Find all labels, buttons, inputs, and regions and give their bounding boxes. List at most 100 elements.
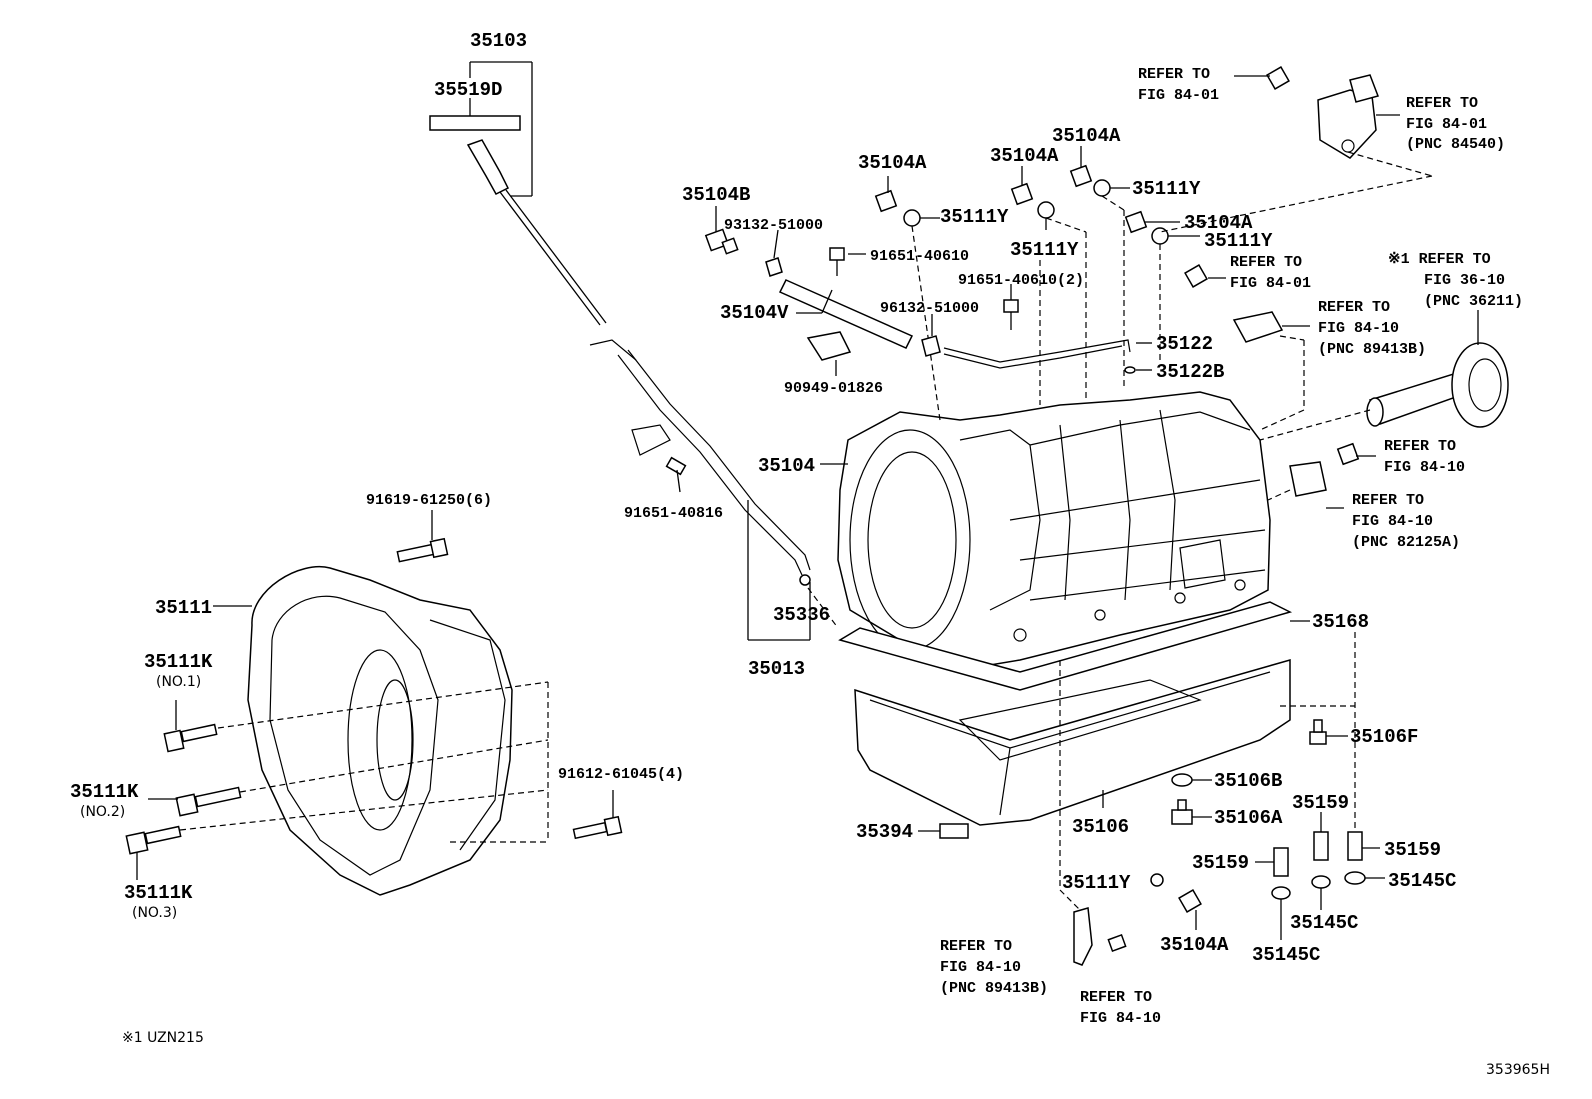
ref-6-line2: FIG 84-10 [1384,459,1465,476]
plug-35104A-bottom [1178,889,1202,930]
ref-2-line2: FIG 84-01 [1406,116,1487,133]
label-35159-2: 35159 [1292,792,1349,814]
ref-6-line1: REFER TO [1384,438,1456,455]
label-35104A-3: 35104A [1052,125,1121,147]
label-35145C-3: 35145C [1252,944,1320,966]
label-35104V: 35104V [720,302,789,324]
label-35519D: 35519D [434,79,502,101]
magnet-35394 [939,823,969,839]
ref-7-line3: (PNC 82125A) [1352,534,1460,551]
label-91651-40610-2: 91651-40610(2) [958,272,1084,289]
label-35111K-1-no: (NO.1) [156,674,201,690]
label-91612-61045: 91612-61045(4) [558,766,684,783]
label-35111: 35111 [155,597,212,619]
label-91651-40816: 91651-40816 [624,505,723,522]
bolt-refer-84-10-right [1336,442,1376,466]
plug-35106F [1309,719,1348,745]
sensor-89413B-top [1232,311,1310,431]
label-35106: 35106 [1072,816,1129,838]
label-93132-51000: 93132-51000 [724,217,823,234]
ref-2-line1: REFER TO [1406,95,1478,112]
label-35394: 35394 [856,821,913,843]
bolt-35111K-no3 [125,789,549,880]
label-35111K-3: 35111K [124,882,193,904]
ref-9-line2: FIG 84-10 [1080,1010,1161,1027]
fitting-35104B [704,206,739,255]
label-35168: 35168 [1312,611,1369,633]
label-35111Y-1: 35111Y [940,206,1009,228]
bolt-91612-61045 [450,682,623,843]
oil-pan-35106 [854,659,1291,826]
label-91651-40610: 91651-40610 [870,248,969,265]
footnote: ※1 UZN215 [122,1030,204,1046]
sensor-82125A [1267,461,1344,509]
ref-5-line1: REFER TO [1318,299,1390,316]
bolt-35111K-no1 [163,681,549,753]
reference-notes: REFER TO FIG 84-01 REFER TO FIG 84-01 (P… [940,66,1523,1027]
ref-4-line3: (PNC 36211) [1424,293,1523,310]
o-ring-35111Y-bottom [1150,873,1164,887]
label-35104A-2: 35104A [990,145,1059,167]
ref-1-line2: FIG 84-01 [1138,87,1219,104]
bolt-91619-61250 [396,510,449,563]
label-35145C-1: 35145C [1388,870,1456,892]
label-35145C-2: 35145C [1290,912,1358,934]
figure-id: 353965H [1486,1062,1550,1078]
label-35111K-2: 35111K [70,781,139,803]
transmission-case-35104 [837,391,1271,671]
label-35106B: 35106B [1214,770,1282,792]
label-35159-1: 35159 [1192,852,1249,874]
dipstick-assembly [429,61,839,641]
dipstick-handle [466,139,510,195]
ref-3-line2: FIG 84-01 [1230,275,1311,292]
ref-8-line1: REFER TO [940,938,1012,955]
label-35111Y-5: 35111Y [1062,872,1131,894]
label-35104: 35104 [758,455,815,477]
label-35013: 35013 [748,658,805,680]
ref-3-line1: REFER TO [1230,254,1302,271]
breather-hose-35104V [778,279,914,349]
output-shaft-flange [1366,310,1509,428]
sensor-top-right [1159,66,1433,233]
bolt-91651-40816 [665,456,687,493]
label-35159-3: 35159 [1384,839,1441,861]
label-35111K-2-no: (NO.2) [80,804,125,820]
ref-2-line3: (PNC 84540) [1406,136,1505,153]
oil-pan-gasket-35168 [838,601,1293,691]
label-35111K-1: 35111K [144,651,213,673]
label-35103: 35103 [470,30,527,52]
label-35122B: 35122B [1156,361,1224,383]
ref-4-line1: ※1 REFER TO [1388,251,1491,268]
label-91619-61250: 91619-61250(6) [366,492,492,509]
ref-9-line1: REFER TO [1080,989,1152,1006]
label-35111Y-4: 35111Y [1204,230,1273,252]
bolt-refer-84-01-mid [1184,264,1226,288]
ref-8-line3: (PNC 89413B) [940,980,1048,997]
ref-7-line2: FIG 84-10 [1352,513,1433,530]
label-35106A: 35106A [1214,807,1283,829]
label-35104A-5: 35104A [1160,934,1229,956]
clip-93132-51000 [765,229,783,277]
ref-5-line2: FIG 84-10 [1318,320,1399,337]
label-90949-01826: 90949-01826 [784,380,883,397]
pipe-35122 [943,339,1152,374]
plug-35159-right [1347,632,1380,861]
bolt-91651-40610 [829,247,866,276]
plug-35159-mid [1313,812,1329,861]
label-35104A-4: 35104A [1184,212,1253,234]
washer-35106B [1171,773,1212,787]
label-35111Y-2: 35111Y [1010,239,1079,261]
label-35336: 35336 [773,604,830,626]
label-35111Y-3: 35111Y [1132,178,1201,200]
label-35104A-1: 35104A [858,152,927,174]
label-35106F: 35106F [1350,726,1418,748]
converter-housing-35111 [247,566,513,896]
o-ring-35145C [1271,871,1385,940]
ref-4-line2: FIG 36-10 [1424,272,1505,289]
label-35122: 35122 [1156,333,1213,355]
bolt-35111K-no2 [148,739,549,817]
ref-8-line2: FIG 84-10 [940,959,1021,976]
label-35111K-3-no: (NO.3) [132,905,177,921]
plug-35106A [1171,799,1212,825]
